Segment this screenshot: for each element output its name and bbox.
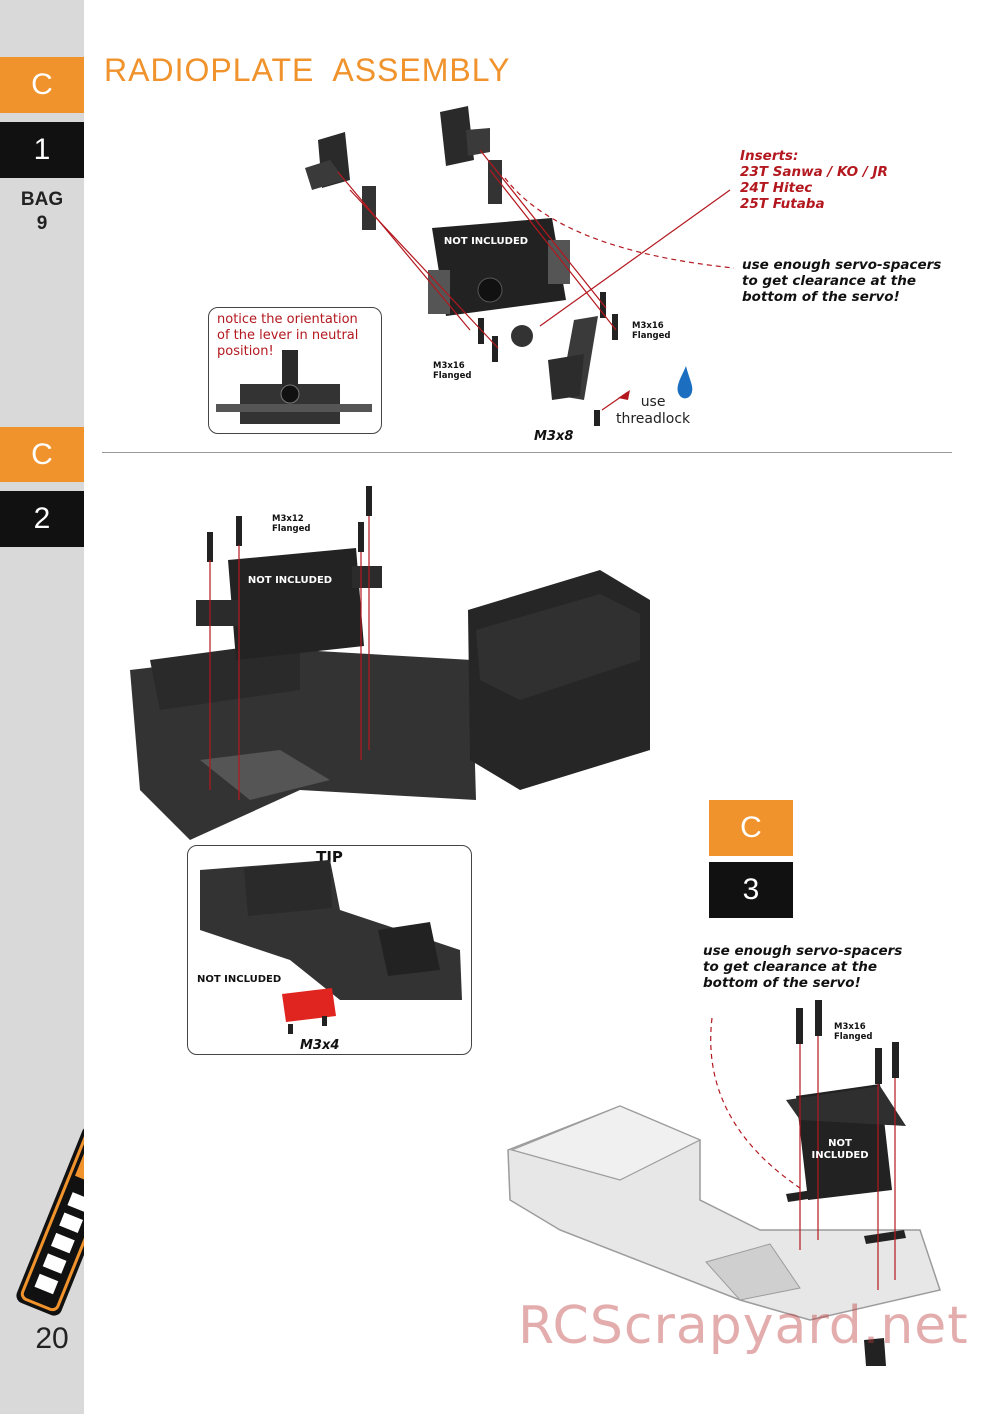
step1-servo-mount-left	[305, 132, 350, 190]
insert-sanwa: 23T Sanwa / KO / JR	[740, 164, 888, 180]
screw-size: M3x16	[834, 1022, 866, 1032]
screw-type: Flanged	[834, 1032, 873, 1042]
insert-futaba: 25T Futaba	[740, 196, 825, 212]
threadlock-note: use threadlock	[616, 394, 690, 428]
step1-insert	[511, 325, 533, 347]
step1-number: 1	[33, 133, 51, 166]
step2-radioplate	[130, 570, 650, 840]
tip-screw-label: M3x4	[300, 1038, 340, 1053]
step1-screw-left-label: M3x16 Flanged	[433, 361, 471, 381]
step2-servo-label: NOT INCLUDED	[247, 575, 333, 586]
screw-type: Flanged	[272, 524, 311, 534]
threadlock-drop-icon	[677, 366, 693, 399]
cobra-gt-logo	[16, 1126, 84, 1316]
page-number: 20	[35, 1322, 69, 1355]
inserts-note: Inserts: 23T Sanwa / KO / JR 24T Hitec 2…	[740, 148, 888, 212]
step2-section-letter: C	[31, 437, 53, 471]
step3-spacer-note-line: bottom of the servo!	[703, 975, 861, 991]
screw-size: M3x12	[272, 514, 304, 524]
step3-spacer-note: use enough servo-spacers to get clearanc…	[703, 943, 902, 991]
section-divider	[102, 452, 952, 453]
bag-number: 9	[36, 213, 48, 234]
step3-number-tab: 3	[709, 862, 793, 918]
notice-line: position!	[217, 344, 274, 359]
step2-screws	[207, 486, 372, 562]
step2-screw-label: M3x12 Flanged	[272, 514, 310, 534]
insert-hitec: 24T Hitec	[740, 180, 813, 196]
screw-size: M3x16	[632, 321, 664, 331]
step2-number: 2	[33, 502, 51, 535]
step1-spacer-left	[362, 186, 376, 230]
step1-section-tab: C	[0, 57, 84, 113]
notice-line: of the lever in neutral	[217, 328, 359, 343]
step3-spacer-note-line: use enough servo-spacers	[703, 943, 903, 959]
step1-spacer-note-line: bottom of the servo!	[742, 289, 900, 305]
step3-number: 3	[742, 873, 760, 906]
step3-guide-lines	[710, 1017, 896, 1290]
step3-servo-label: NOT INCLUDED	[800, 1138, 880, 1162]
step2-number-tab: 2	[0, 491, 84, 547]
bag-label: BAG	[20, 189, 64, 210]
step1-lever-screw-label: M3x8	[534, 429, 574, 444]
step1-servo-mount-right	[440, 106, 490, 166]
step1-spacer-note-line: use enough servo-spacers	[742, 257, 942, 273]
step1-spacer-note: use enough servo-spacers to get clearanc…	[742, 257, 941, 305]
step3-section-letter: C	[740, 811, 762, 844]
screw-type: Flanged	[632, 331, 671, 341]
screw-size: M3x16	[433, 361, 465, 371]
step1-section-letter: C	[31, 68, 53, 101]
step3-parts	[786, 1000, 906, 1366]
notice-line: notice the orientation	[217, 312, 358, 327]
step1-guide-lines	[337, 149, 735, 411]
watermark: RCScrapyard.net	[518, 1296, 969, 1356]
page-title: RADIOPLATE ASSEMBLY	[104, 52, 511, 88]
threadlock-line: threadlock	[616, 411, 691, 427]
step3-spacer-note-line: to get clearance at the	[703, 959, 878, 975]
threadlock-line: use	[640, 394, 666, 410]
bag-indicator: BAG 9	[0, 188, 84, 236]
step3-radioplate-outline	[507, 1105, 941, 1321]
tip-not-included-label: NOT INCLUDED	[197, 974, 282, 985]
step1-number-tab: 1	[0, 122, 84, 178]
step3-servo	[786, 1084, 906, 1200]
notice-text: notice the orientation of the lever in n…	[217, 312, 358, 360]
step1-servo-label: NOT INCLUDED	[443, 236, 529, 247]
inserts-heading: Inserts:	[740, 148, 799, 164]
step3-section-tab: C	[709, 800, 793, 856]
screw-type: Flanged	[433, 371, 472, 381]
step2-guide-lines	[209, 516, 370, 800]
step1-spacer-note-line: to get clearance at the	[742, 273, 917, 289]
step2-section-tab: C	[0, 427, 84, 482]
step3-screw-label: M3x16 Flanged	[834, 1022, 872, 1042]
servo-label-line: INCLUDED	[811, 1150, 869, 1161]
step1-screw-right-label: M3x16 Flanged	[632, 321, 670, 341]
servo-label-line: NOT	[828, 1138, 852, 1149]
step1-lever	[548, 316, 598, 400]
step2-servo	[196, 548, 382, 660]
